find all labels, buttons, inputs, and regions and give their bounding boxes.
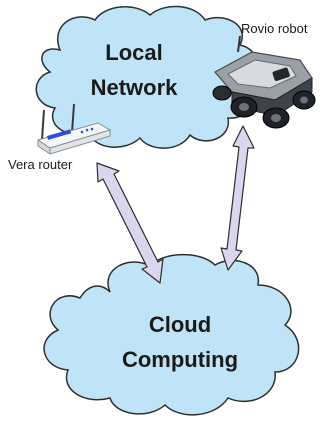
cloud-computing-title-line1: Cloud (149, 312, 211, 337)
router-cloud-double-arrow (96, 162, 164, 284)
local-network-title-line1: Local (105, 40, 162, 65)
local-network-title-line2: Network (91, 75, 179, 100)
cloud-computing-cloud (43, 253, 300, 416)
router-label: Vera router (8, 157, 73, 172)
router-icon (36, 103, 112, 155)
robot-label: Rovio robot (241, 21, 308, 36)
robot-cloud-double-arrow (220, 125, 255, 271)
local-network-cloud (35, 5, 258, 149)
robot-icon (212, 35, 316, 129)
cloud-computing-title-line2: Computing (122, 347, 238, 372)
